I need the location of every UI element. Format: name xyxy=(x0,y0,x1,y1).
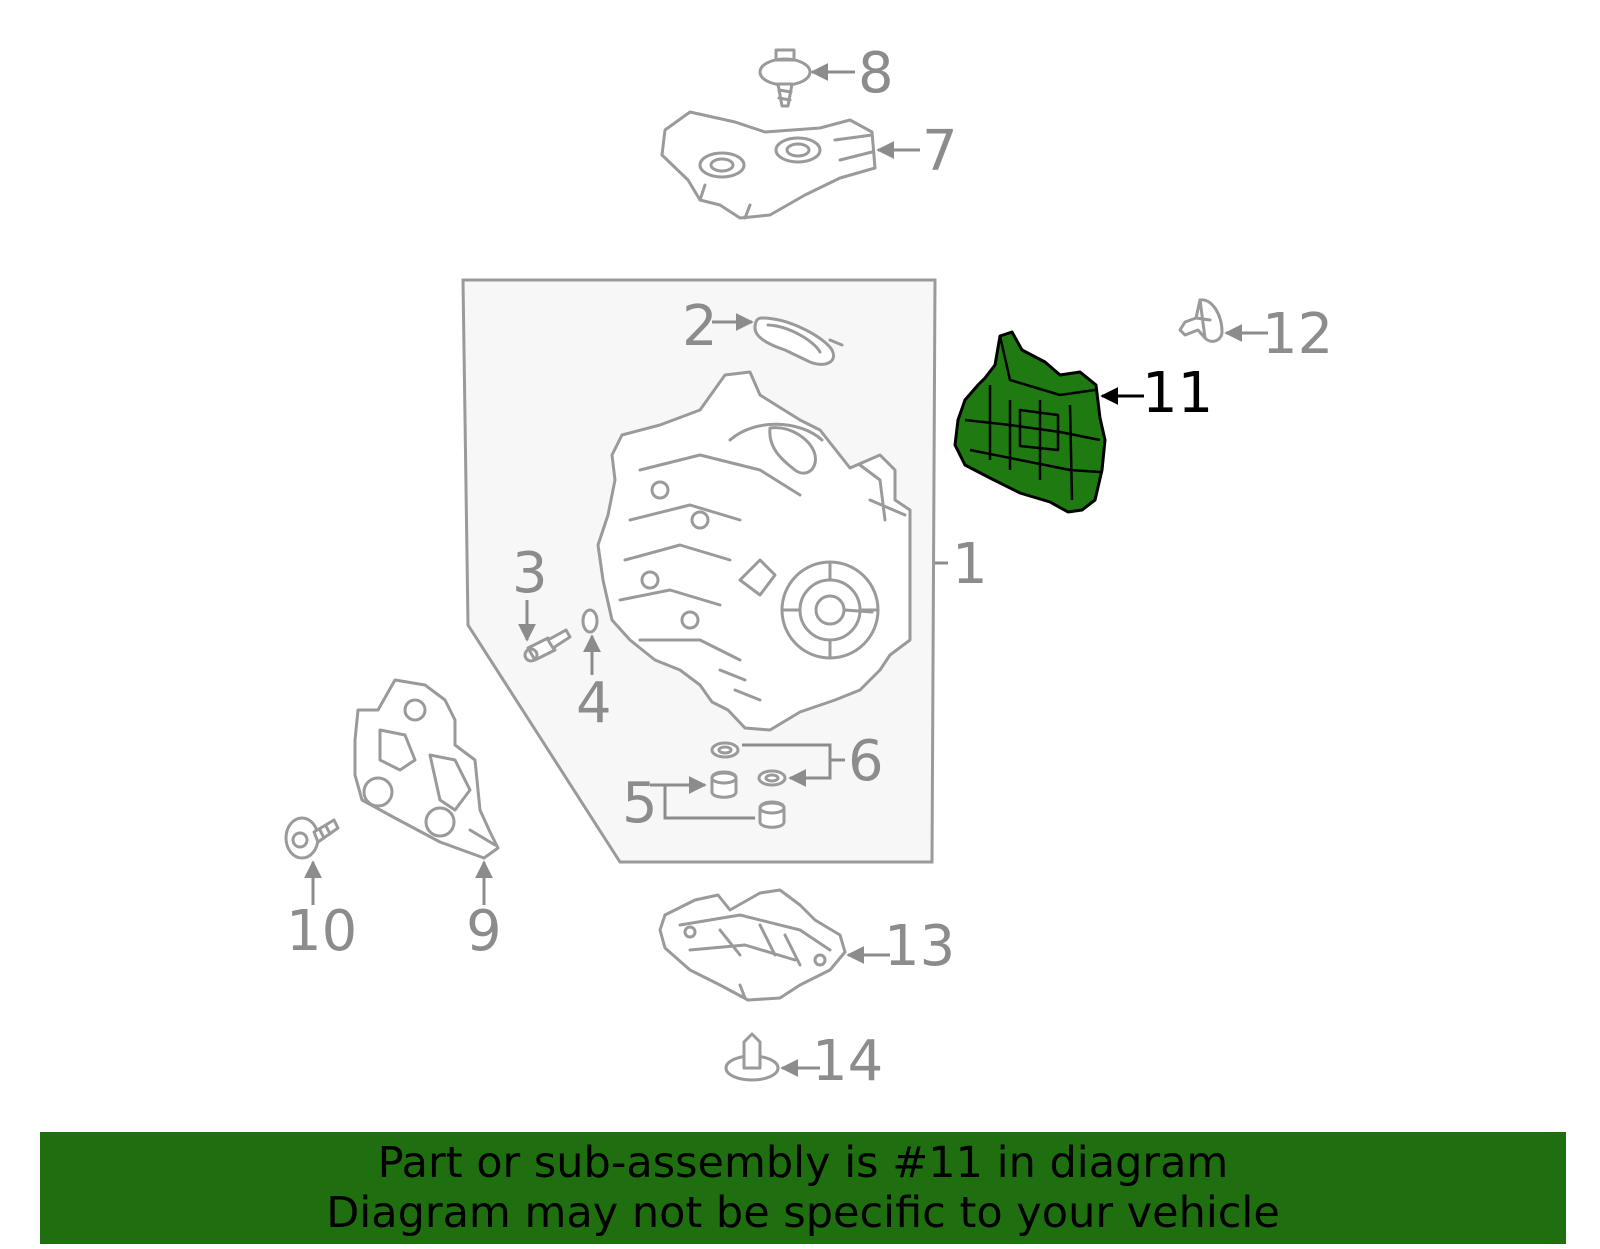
part-5-bushings[interactable] xyxy=(710,770,786,829)
leader-6 xyxy=(742,743,845,778)
part-4-o-ring[interactable] xyxy=(581,608,599,634)
part-13-lower-cover[interactable] xyxy=(658,888,847,1002)
callout-14[interactable]: 14 xyxy=(812,1029,883,1094)
part-7-bracket[interactable] xyxy=(660,110,877,220)
banner-line-disclaimer: Diagram may not be specific to your vehi… xyxy=(326,1188,1280,1238)
callout-1[interactable]: 1 xyxy=(952,532,988,597)
part-1-housing[interactable] xyxy=(596,370,912,732)
callout-2[interactable]: 2 xyxy=(682,294,718,359)
part-9-cover[interactable] xyxy=(353,678,500,860)
part-11-highlighted[interactable] xyxy=(953,330,1107,514)
callout-12[interactable]: 12 xyxy=(1262,302,1333,367)
callout-8[interactable]: 8 xyxy=(858,41,894,106)
callout-9[interactable]: 9 xyxy=(466,899,502,964)
callout-6[interactable]: 6 xyxy=(848,729,884,794)
callout-4[interactable]: 4 xyxy=(576,671,612,736)
part-10-bolt[interactable] xyxy=(284,816,340,860)
banner-line-part: Part or sub-assembly is #11 in diagram xyxy=(377,1138,1229,1188)
info-banner: Part or sub-assembly is #11 in diagram D… xyxy=(40,1132,1566,1244)
callout-5[interactable]: 5 xyxy=(622,771,658,836)
leader-5 xyxy=(650,785,755,820)
part-3-sensor[interactable] xyxy=(523,628,572,663)
callout-13[interactable]: 13 xyxy=(884,914,955,979)
part-14-push-pin[interactable] xyxy=(724,1032,780,1082)
part-2-gasket[interactable] xyxy=(753,316,844,366)
callout-3[interactable]: 3 xyxy=(512,541,548,606)
part-12-clip[interactable] xyxy=(1178,298,1224,343)
callout-7[interactable]: 7 xyxy=(922,119,958,184)
callout-10[interactable]: 10 xyxy=(286,899,357,964)
callout-11[interactable]: 11 xyxy=(1142,361,1213,426)
part-8-bolt[interactable] xyxy=(758,48,812,108)
